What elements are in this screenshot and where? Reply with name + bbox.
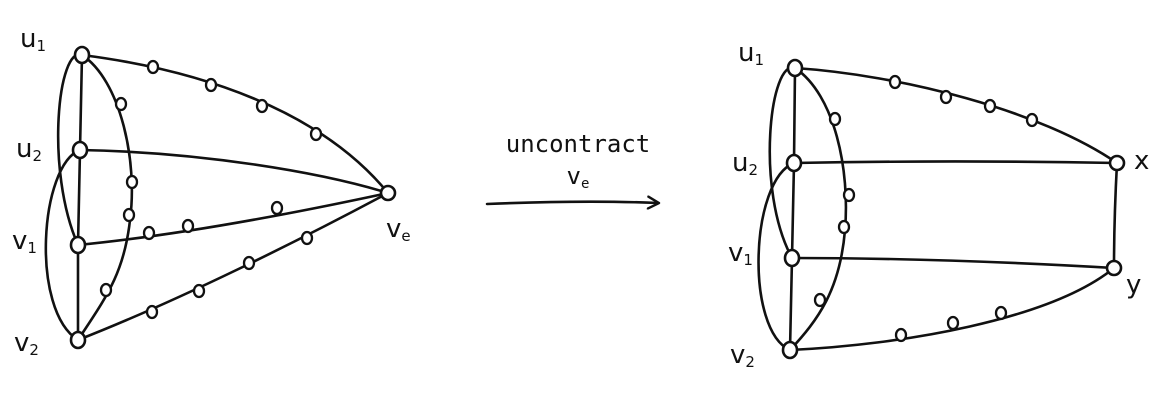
arrow-label-line2: ve <box>498 164 658 191</box>
left-edge-u1-ve <box>80 53 390 195</box>
right-bead <box>994 305 1008 321</box>
left-edge-u1-v2-spine <box>76 53 84 342</box>
right-edge-u2-x <box>792 160 1119 165</box>
label-base: v <box>12 226 28 256</box>
right-edge-v1-y <box>790 256 1116 270</box>
right-label-u1: u1 <box>738 40 764 68</box>
label-base: v <box>386 214 402 244</box>
left-edge-u2-ve <box>78 148 390 195</box>
right-label-x: x <box>1134 146 1150 176</box>
label-sub: 2 <box>745 353 755 371</box>
label-sub: 1 <box>36 37 47 55</box>
left-bead <box>255 98 269 114</box>
right-node-v2 <box>781 340 799 360</box>
label-base: v <box>730 340 746 370</box>
right-bead <box>842 187 856 203</box>
right-edge-x-y <box>1112 161 1119 270</box>
left-label-v1: v1 <box>12 228 37 256</box>
arrow-label-base: v <box>566 162 581 190</box>
right-bead <box>939 89 953 105</box>
right-node-u1 <box>786 58 804 78</box>
left-bead <box>142 225 156 241</box>
left-bead <box>114 96 128 112</box>
left-bead <box>242 255 256 271</box>
label-sub: 2 <box>748 161 759 179</box>
right-edge-u1-x <box>793 66 1119 165</box>
right-node-u2 <box>785 153 803 173</box>
label-sub: 1 <box>27 239 37 257</box>
left-bead <box>122 207 136 223</box>
right-bead <box>1025 112 1039 128</box>
left-bead <box>99 282 113 298</box>
label-sub: 1 <box>754 51 765 69</box>
label-sub: e <box>401 227 411 245</box>
label-sub: 2 <box>29 341 39 359</box>
right-node-y <box>1105 259 1123 277</box>
left-bead <box>146 59 160 75</box>
left-bead <box>181 218 195 234</box>
right-edge-u1-v2-spine <box>788 66 797 352</box>
right-label-u2: u2 <box>732 150 758 178</box>
uncontract-arrow <box>485 202 658 204</box>
left-node-u2 <box>71 140 89 160</box>
left-node-ve <box>379 184 397 202</box>
right-edge-u1-v2-path <box>788 66 848 352</box>
label-sub: 2 <box>32 147 43 165</box>
right-bead <box>828 111 842 127</box>
left-bead <box>145 304 159 320</box>
right-label-v1: v1 <box>728 240 753 268</box>
label-base: u <box>20 24 37 54</box>
arrow-label-line1: uncontract <box>505 130 651 158</box>
left-bead <box>270 200 284 216</box>
right-bead <box>946 315 960 331</box>
label-base: u <box>16 134 33 164</box>
left-edge-u2-v2-loop <box>44 148 82 342</box>
label-sub: 1 <box>743 251 753 269</box>
right-label-v2: v2 <box>730 342 755 370</box>
left-edge-v2-ve <box>76 191 390 342</box>
left-edge-v1-ve <box>76 191 390 247</box>
left-label-v2: v2 <box>14 330 39 358</box>
right-node-x <box>1108 154 1126 172</box>
right-bead <box>894 327 908 343</box>
arrow-label-sub: e <box>581 176 590 192</box>
left-label-u2: u2 <box>16 136 42 164</box>
label-base: v <box>14 328 30 358</box>
right-graph <box>757 58 1126 360</box>
label-base: u <box>738 38 755 68</box>
left-bead <box>300 230 314 246</box>
right-label-y: y <box>1126 270 1142 300</box>
right-bead <box>813 292 827 308</box>
right-edge-u2-v2-loop <box>757 161 796 352</box>
right-bead <box>983 98 997 114</box>
right-node-v1 <box>783 248 801 268</box>
left-node-v1 <box>69 235 87 255</box>
left-node-u1 <box>73 45 91 65</box>
left-bead <box>192 283 206 299</box>
left-edge-u1-v1-loop <box>56 53 84 247</box>
label-base: u <box>732 148 749 178</box>
left-node-v2 <box>69 330 87 350</box>
right-bead <box>888 74 902 90</box>
right-edge-v2-y <box>788 266 1116 352</box>
right-bead <box>837 219 851 235</box>
left-bead <box>204 77 218 93</box>
left-label-ve: ve <box>386 216 411 244</box>
left-graph <box>44 45 397 350</box>
left-label-u1: u1 <box>20 26 46 54</box>
left-bead <box>309 126 323 142</box>
label-base: v <box>728 238 744 268</box>
left-bead <box>125 174 139 190</box>
right-edge-u1-v1-loop <box>768 66 797 260</box>
